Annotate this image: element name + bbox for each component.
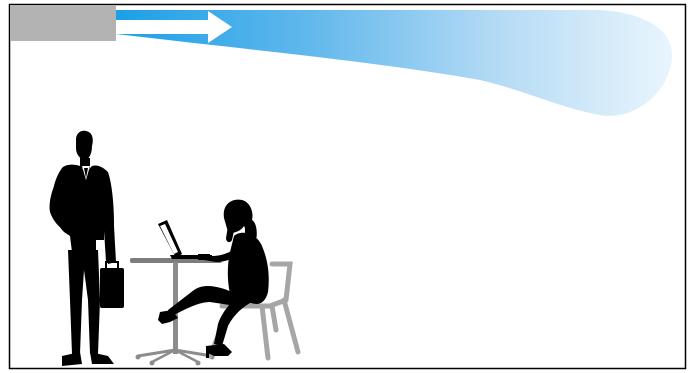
ceiling-diffuser — [10, 5, 116, 41]
